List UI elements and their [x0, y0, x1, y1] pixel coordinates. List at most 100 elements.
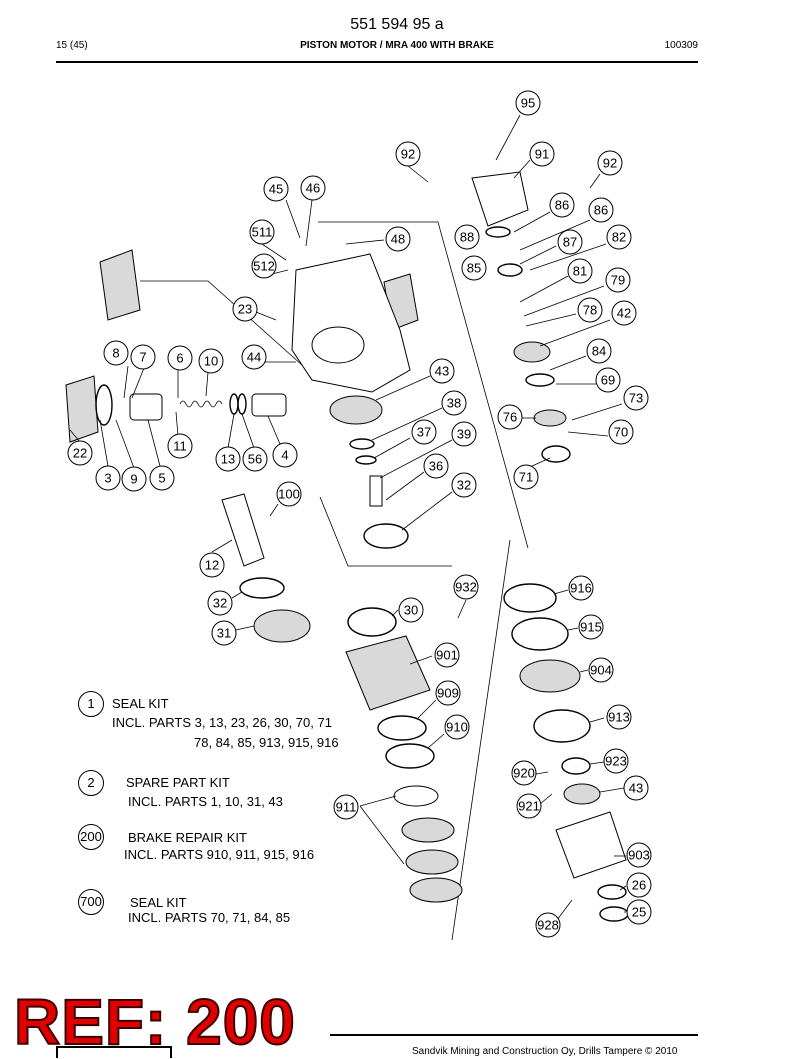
- callout-circle: [395, 141, 421, 167]
- spring-10: [179, 400, 223, 408]
- kit-parts-line: INCL. PARTS 910, 911, 915, 916: [124, 847, 315, 862]
- assembly-guide-lines: [140, 221, 529, 941]
- callout-label: 36: [429, 459, 443, 474]
- part-callout-42: 42: [611, 300, 637, 326]
- bearing-43: [329, 395, 383, 425]
- kit-name: BRAKE REPAIR KIT: [128, 830, 247, 845]
- part-callout-916: 916: [568, 575, 594, 601]
- part-callout-13: 13: [215, 446, 241, 472]
- callout-circle: [588, 197, 614, 223]
- callout-label: 86: [555, 198, 569, 213]
- callout-label: 46: [306, 181, 320, 196]
- part-callout-915: 915: [578, 614, 604, 640]
- part-callout-23: 23: [232, 296, 258, 322]
- part-callout-85: 85: [461, 255, 487, 281]
- part-callout-36: 36: [423, 453, 449, 479]
- callout-circle: [529, 141, 555, 167]
- callout-label: 932: [455, 580, 477, 595]
- part-callout-87: 87: [557, 229, 583, 255]
- valve-housing: [291, 253, 411, 393]
- o-ring-30: [347, 607, 397, 637]
- callout-label: 7: [139, 350, 146, 365]
- valve-bore: [311, 326, 365, 364]
- callout-label: 909: [437, 686, 459, 701]
- part-callout-37: 37: [411, 419, 437, 445]
- part-callout-91: 91: [529, 141, 555, 167]
- callout-label: 916: [570, 581, 592, 596]
- callout-circle: [263, 176, 289, 202]
- o-ring-9: [95, 384, 113, 426]
- kit-name: SEAL KIT: [130, 895, 187, 910]
- callout-circle: [586, 338, 612, 364]
- kit-name: SPARE PART KIT: [126, 775, 230, 790]
- cover-91: [471, 171, 529, 227]
- callout-label: 911: [336, 800, 357, 815]
- callout-label: 11: [173, 439, 187, 454]
- disc-pack-3: [409, 877, 463, 903]
- part-callout-43: 43: [429, 358, 455, 384]
- part-callout-88: 88: [454, 224, 480, 250]
- callout-circle: [588, 657, 614, 683]
- document-code: 551 594 95 a: [350, 16, 444, 33]
- callout-label: 10: [204, 354, 218, 369]
- part-callout-45: 45: [263, 176, 289, 202]
- callout-label: 86: [594, 203, 608, 218]
- kit-name: SEAL KIT: [112, 696, 169, 711]
- part-callout-913: 913: [606, 704, 632, 730]
- callout-label: 44: [247, 350, 261, 365]
- bearing-31: [253, 609, 311, 643]
- callout-circle: [454, 224, 480, 250]
- part-callout-82: 82: [606, 224, 632, 250]
- part-callout-7: 7: [130, 344, 156, 370]
- brake-cover-903: [555, 811, 627, 879]
- callout-circle: [623, 775, 649, 801]
- callout-circle: [241, 344, 267, 370]
- callout-circle: [149, 465, 175, 491]
- part-callout-79: 79: [605, 267, 631, 293]
- part-callout-32: 32: [207, 590, 233, 616]
- callout-circle: [608, 419, 634, 445]
- callout-circle: [333, 794, 359, 820]
- ring-913: [533, 709, 591, 743]
- callout-label: 73: [629, 391, 643, 406]
- company-logo: [56, 1046, 172, 1058]
- disc-910: [385, 743, 435, 769]
- callout-circle: [385, 226, 411, 252]
- callout-label: 81: [573, 264, 587, 279]
- callout-label: 45: [269, 182, 283, 197]
- callout-circle: [167, 345, 193, 371]
- callout-circle: [516, 793, 542, 819]
- callout-label: 39: [457, 427, 471, 442]
- kit-parts-line: INCL. PARTS 1, 10, 31, 43: [128, 794, 283, 809]
- callout-circle: [626, 872, 652, 898]
- ring-56: [237, 393, 247, 415]
- part-callout-22: 22: [67, 440, 93, 466]
- part-callout-5: 5: [149, 465, 175, 491]
- callout-circle: [513, 464, 539, 490]
- callout-label: 69: [601, 373, 615, 388]
- callout-circle: [605, 267, 631, 293]
- page-number: 15 (45): [56, 40, 88, 51]
- callout-label: 5: [158, 471, 165, 486]
- callout-circle: [606, 224, 632, 250]
- callout-circle: [451, 421, 477, 447]
- kit-number-badge: 2: [78, 770, 104, 796]
- callout-label: 42: [617, 306, 631, 321]
- callout-circle: [578, 614, 604, 640]
- document-date: 100309: [664, 40, 698, 51]
- disc-pack-1: [401, 817, 455, 843]
- callout-circle: [511, 760, 537, 786]
- pin-36: [369, 475, 383, 507]
- callout-label: 915: [580, 620, 602, 635]
- callout-circle: [453, 574, 479, 600]
- part-callout-31: 31: [211, 620, 237, 646]
- callout-circle: [207, 590, 233, 616]
- callout-circle: [623, 385, 649, 411]
- callout-circle: [451, 472, 477, 498]
- callout-label: 70: [614, 425, 628, 440]
- callout-circle: [167, 433, 193, 459]
- callout-label: 928: [537, 918, 559, 933]
- callout-label: 32: [213, 596, 227, 611]
